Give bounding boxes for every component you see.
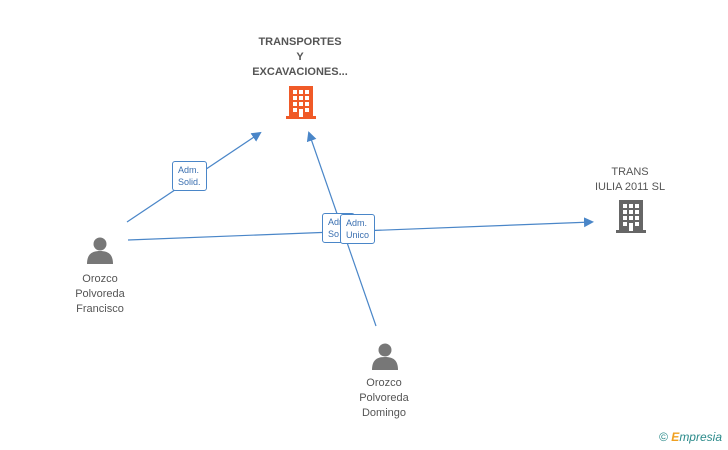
edge-label-domingo-to-main[interactable]: Adm. Unico bbox=[340, 214, 376, 244]
brand-logo-text: mpresia bbox=[679, 430, 722, 444]
person-francisco-label[interactable]: Orozco Polvoreda Francisco bbox=[50, 272, 150, 317]
brand-logo-initial: E bbox=[671, 430, 680, 444]
person-domingo-line1: Orozco bbox=[366, 377, 402, 389]
person-domingo-line2: Polvoreda bbox=[359, 392, 409, 404]
company-main-line2: Y bbox=[296, 51, 304, 63]
company-main-line1: TRANSPORTES bbox=[258, 36, 342, 48]
company-side-line2: IULIA 2011 SL bbox=[594, 181, 666, 193]
copyright-mark: © Empresia bbox=[659, 430, 722, 444]
building-icon bbox=[616, 200, 646, 233]
person-domingo-line3: Domingo bbox=[361, 407, 407, 419]
person-domingo-label[interactable]: Orozco Polvoreda Domingo bbox=[334, 376, 434, 421]
edge-label-francisco-to-main[interactable]: Adm. Solid. bbox=[172, 161, 207, 191]
company-main-label[interactable]: TRANSPORTES Y EXCAVACIONES... bbox=[220, 35, 380, 80]
person-francisco-line3: Francisco bbox=[76, 303, 124, 315]
company-side-label[interactable]: TRANS IULIA 2011 SL bbox=[570, 165, 690, 195]
copyright-symbol: © bbox=[659, 430, 668, 444]
company-side-line1: TRANS bbox=[611, 166, 649, 178]
building-icon bbox=[286, 86, 316, 119]
person-icon bbox=[372, 343, 398, 370]
person-francisco-line1: Orozco bbox=[82, 273, 118, 285]
person-icon bbox=[87, 237, 113, 264]
person-francisco-line2: Polvoreda bbox=[75, 288, 125, 300]
company-main-line3: EXCAVACIONES... bbox=[252, 66, 348, 78]
